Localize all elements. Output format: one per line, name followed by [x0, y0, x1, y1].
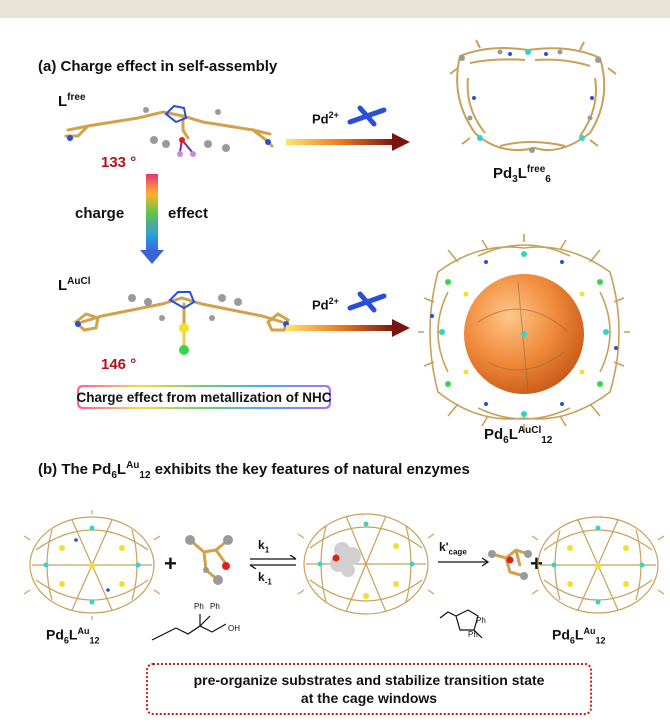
- equilibrium-arrows: [249, 555, 297, 569]
- product-structure: [488, 548, 532, 580]
- k1-label: k1: [258, 538, 270, 555]
- plus-sign-right: +: [530, 551, 543, 576]
- caption-left-cage: Pd6LAu12: [46, 626, 100, 646]
- cage-pd3-free-label: Pd3Lfree6: [493, 164, 551, 185]
- cage-left-structure: [23, 510, 161, 620]
- cage-right-structure: [531, 516, 665, 614]
- substrate-line-structure: [151, 614, 227, 641]
- arrow-bottom: [286, 319, 410, 337]
- ligand-aucl-structure: [73, 291, 290, 355]
- enzyme-box-line1: pre-organize substrates and stabilize tr…: [193, 672, 545, 688]
- enzyme-features-box: pre-organize substrates and stabilize tr…: [146, 663, 592, 715]
- pd-label-top: Pd2+: [312, 110, 339, 127]
- substrate-structure: [185, 535, 233, 585]
- product-ph2: Ph: [468, 630, 478, 639]
- charge-effect-box-text: Charge effect from metallization of NHC: [76, 387, 332, 407]
- caption-right-cage: Pd6LAu12: [552, 626, 606, 646]
- substrate-ph2: Ph: [210, 602, 220, 611]
- effect-label: effect: [168, 205, 209, 222]
- ligand-free-structure: [64, 104, 274, 157]
- kcage-arrow: [438, 557, 490, 567]
- angle-aucl: 146 °: [101, 356, 137, 373]
- cross-icon-bottom: [347, 291, 387, 313]
- section-b-heading: (b) The Pd6LAu12 exhibits the key featur…: [38, 460, 470, 481]
- ligand-aucl-label: LAuCl: [58, 276, 91, 294]
- cross-icon-top: [347, 105, 387, 127]
- plus-sign-left: +: [164, 551, 177, 576]
- charge-effect-box: Charge effect from metallization of NHC: [76, 385, 332, 409]
- arrow-top: [286, 133, 410, 151]
- substrate-oh: OH: [228, 624, 240, 633]
- charge-effect-arrow: [140, 174, 164, 264]
- pd-label-bottom: Pd2+: [312, 296, 339, 313]
- product-ph1: Ph: [476, 616, 486, 625]
- header-strip: [0, 0, 670, 18]
- substrate-ph1: Ph: [194, 602, 204, 611]
- product-line-structure: [439, 609, 483, 639]
- section-a-heading: (a) Charge effect in self-assembly: [38, 58, 278, 75]
- cage-pd6-aucl-label: Pd6LAuCl12: [484, 425, 553, 446]
- charge-label: charge: [75, 205, 125, 222]
- enzyme-box-line2: at the cage windows: [300, 690, 438, 706]
- cage-middle-structure: [297, 513, 435, 615]
- cage-pd3-free-structure: [449, 39, 617, 153]
- km1-label: k-1: [258, 570, 272, 587]
- cage-pd6-aucl-structure: [418, 234, 630, 432]
- kcage-label: k'cage: [439, 540, 467, 557]
- angle-free: 133 °: [101, 154, 137, 171]
- ligand-free-label: Lfree: [58, 92, 86, 110]
